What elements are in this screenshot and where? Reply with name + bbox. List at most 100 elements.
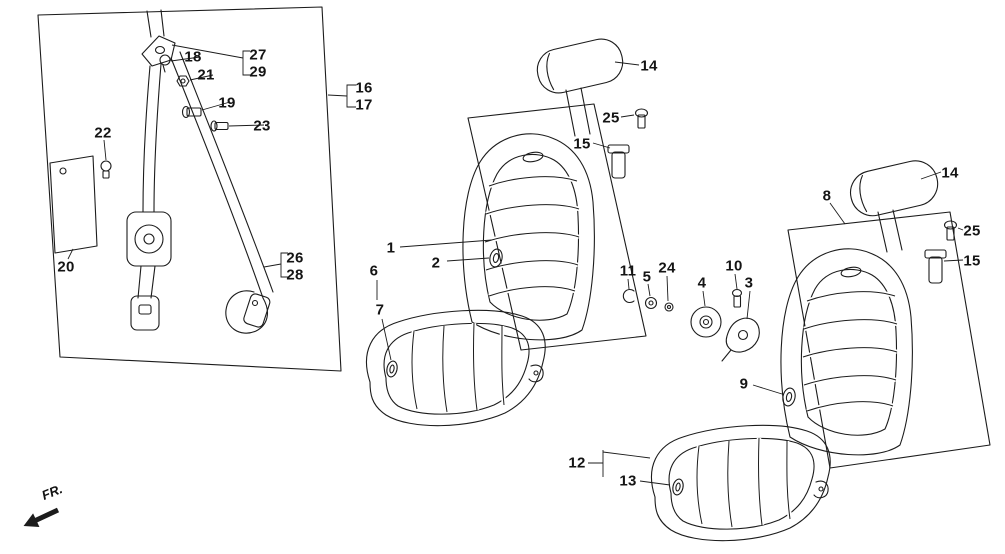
right-headrest-bolt (943, 220, 958, 241)
callout-8: 8 (822, 187, 832, 205)
callout-11: 11 (619, 262, 637, 280)
leader-23 (228, 124, 265, 127)
callout-20: 20 (57, 258, 75, 276)
part-11-ring (622, 288, 635, 304)
leader-21 (189, 74, 214, 81)
leader-10 (734, 273, 738, 290)
left-seat-back (462, 133, 595, 341)
bracket-27-29 (242, 50, 250, 76)
part-19-bolt (186, 107, 202, 117)
fr-direction-arrow (23, 507, 60, 527)
callout-12: 12 (568, 454, 586, 472)
callout-23: 23 (253, 117, 271, 135)
callout-3: 3 (744, 274, 754, 292)
callout-14-left: 14 (640, 57, 658, 75)
callout-10: 10 (725, 257, 743, 275)
callout-27: 27 (249, 46, 267, 64)
seat-belt-assembly (49, 9, 274, 334)
leader-13 (639, 480, 671, 486)
callout-5: 5 (642, 268, 652, 286)
leader-15-right (943, 259, 964, 262)
bracket-26-28 (280, 252, 288, 278)
part-3-lever (725, 317, 760, 353)
belt-retractor (126, 211, 172, 267)
leader-12 (602, 451, 651, 459)
callout-14-right: 14 (941, 164, 959, 182)
leader-8 (829, 202, 846, 225)
leader-25-left (620, 114, 635, 118)
leader-4 (702, 290, 706, 307)
callout-15-right: 15 (963, 252, 981, 270)
left-seat-box-outline (467, 103, 647, 351)
callout-6: 6 (369, 262, 379, 280)
callout-28: 28 (286, 266, 304, 284)
leader-26-28 (263, 263, 282, 268)
leader-19 (201, 101, 231, 111)
left-headrest-bolt (634, 108, 649, 129)
callout-22: 22 (94, 124, 112, 142)
callout-4: 4 (697, 274, 707, 292)
callout-18: 18 (184, 48, 202, 66)
callout-24: 24 (658, 259, 676, 277)
part-4-recliner-knob (690, 306, 722, 338)
part-5-washer (644, 296, 658, 310)
part-9-grommet (782, 387, 796, 407)
part-7-grommet (386, 360, 398, 378)
callout-15-left: 15 (573, 135, 591, 153)
callout-19: 19 (218, 94, 236, 112)
seat-belt-panel-outline (37, 6, 342, 372)
part-22-clip (100, 160, 112, 172)
part-21-nut (176, 75, 190, 87)
part-2-grommet (489, 248, 503, 268)
part-18-clip (159, 54, 171, 66)
leader-16-17 (327, 94, 348, 97)
belt-anchor-foot (130, 295, 160, 331)
callout-16: 16 (355, 79, 373, 97)
belt-buckle-strap (225, 290, 269, 334)
right-headrest (849, 160, 939, 253)
part-24-bushing (664, 302, 674, 312)
part-23-bolt (214, 121, 229, 131)
leader-9 (752, 384, 783, 395)
recliner-hardware (622, 288, 760, 362)
leader-27-29 (171, 44, 244, 59)
leader-25-right (957, 227, 964, 231)
leader-1 (399, 239, 493, 248)
bracket-12 (588, 450, 604, 477)
leader-24 (666, 275, 669, 302)
callout-2: 2 (431, 254, 441, 272)
leader-11 (627, 278, 630, 290)
part-20-anchor-plate (49, 155, 98, 254)
callout-25-right: 25 (963, 222, 981, 240)
leader-22 (103, 139, 107, 161)
leader-2 (446, 257, 490, 262)
right-seat-back (780, 248, 913, 456)
callout-1: 1 (386, 239, 396, 257)
callout-25-left: 25 (602, 109, 620, 127)
callout-9: 9 (739, 375, 749, 393)
left-headrest (536, 38, 624, 137)
leader-lines (67, 44, 964, 486)
right-headrest-guide (924, 249, 947, 284)
part-13-grommet (672, 478, 684, 496)
left-seat-cushion (366, 309, 546, 427)
callout-7: 7 (375, 301, 385, 319)
callout-21: 21 (197, 66, 215, 84)
leader-5 (647, 283, 651, 297)
leader-18 (170, 56, 201, 62)
belt-buckle (243, 293, 271, 328)
right-seat-box-outline (787, 211, 991, 469)
leader-20 (67, 248, 74, 260)
leader-7 (381, 318, 392, 361)
leader-3 (746, 290, 751, 320)
callout-26: 26 (286, 249, 304, 267)
callout-13: 13 (619, 472, 637, 490)
left-headrest-guide (607, 144, 630, 179)
leader-14-right (920, 171, 942, 180)
callout-29: 29 (249, 63, 267, 81)
callout-17: 17 (355, 96, 373, 114)
leader-14-left (614, 61, 640, 66)
leader-15-left (592, 142, 611, 149)
